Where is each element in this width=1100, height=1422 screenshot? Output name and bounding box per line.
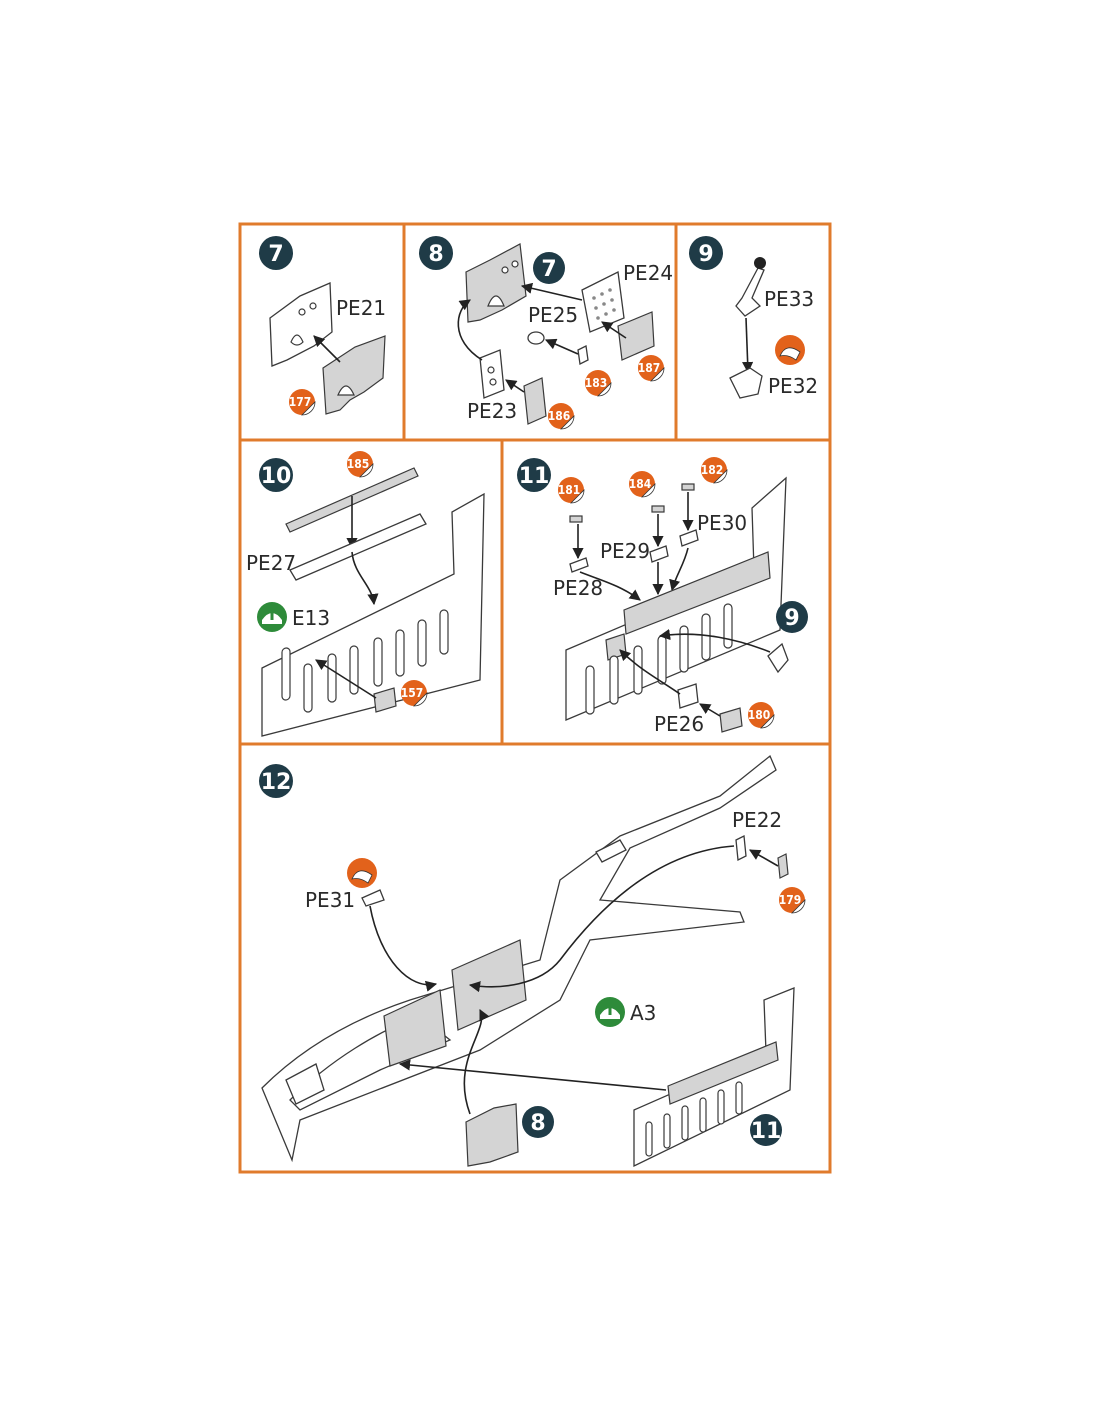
label-pe28: PE28 <box>553 576 603 600</box>
svg-text:184: 184 <box>629 477 652 491</box>
step-badge-8: 8 <box>419 236 453 270</box>
svg-text:185: 185 <box>347 457 370 471</box>
label-e13: E13 <box>292 606 330 630</box>
svg-text:11: 11 <box>751 1119 782 1144</box>
sprue-part-icon <box>257 602 287 632</box>
svg-text:7: 7 <box>268 242 283 267</box>
label-pe23: PE23 <box>467 399 517 423</box>
svg-text:10: 10 <box>261 464 292 489</box>
sprue-part-icon <box>595 997 625 1027</box>
decal-icon: 177 <box>289 389 316 416</box>
label-pe22: PE22 <box>732 808 782 832</box>
panel-step-8: 8 7 PE24 PE25 PE23 183 18 <box>419 236 673 430</box>
decal-icon: 157 <box>401 680 428 707</box>
svg-text:179: 179 <box>779 893 802 907</box>
decal-icon: 184 <box>629 471 656 498</box>
part-pe32 <box>729 367 763 399</box>
step-badge-11: 11 <box>517 458 551 492</box>
svg-text:157: 157 <box>401 686 424 700</box>
svg-text:180: 180 <box>748 708 771 722</box>
svg-text:7: 7 <box>541 257 556 282</box>
panel-frames <box>238 222 832 1174</box>
step-badge-9: 9 <box>689 236 723 270</box>
label-pe24: PE24 <box>623 261 673 285</box>
part-instrument-panel <box>465 243 527 323</box>
label-pe29: PE29 <box>600 539 650 563</box>
svg-text:181: 181 <box>558 483 581 497</box>
part-pe24-decal <box>617 311 655 361</box>
decal-icon: 186 <box>548 403 575 430</box>
resin-part-icon <box>347 858 377 888</box>
part-cockpit-sidewall-left <box>261 492 485 737</box>
decal-icon: 179 <box>779 887 806 914</box>
step-badge-7: 7 <box>259 236 293 270</box>
sub-step-badge-9: 9 <box>776 601 808 633</box>
label-pe27: PE27 <box>246 551 296 575</box>
svg-text:177: 177 <box>289 395 312 409</box>
decal-icon: 183 <box>585 370 612 397</box>
decal-icon: 181 <box>558 477 585 504</box>
svg-text:9: 9 <box>698 242 713 267</box>
part-pe23 <box>479 349 505 399</box>
resin-part-icon <box>775 335 805 365</box>
panel-step-7: 7 PE21 177 <box>259 236 386 416</box>
decal-icon: 182 <box>701 457 728 484</box>
part-pe22 <box>735 834 747 862</box>
part-pe33-lever <box>735 267 765 317</box>
label-pe26: PE26 <box>654 712 704 736</box>
svg-text:186: 186 <box>548 409 571 423</box>
svg-text:182: 182 <box>701 463 724 477</box>
svg-text:8: 8 <box>530 1111 545 1136</box>
svg-text:11: 11 <box>519 464 550 489</box>
part-panel-pe21-target <box>269 282 333 367</box>
label-pe21: PE21 <box>336 296 386 320</box>
label-pe32: PE32 <box>768 374 818 398</box>
svg-text:187: 187 <box>638 361 661 375</box>
step-badge-10: 10 <box>259 458 293 492</box>
panel-step-11: 11 181 184 182 PE30 PE29 PE28 <box>517 457 808 736</box>
label-pe31: PE31 <box>305 888 355 912</box>
part-pe31 <box>361 889 385 907</box>
label-pe25: PE25 <box>528 303 578 327</box>
panel-step-10: 10 185 PE27 E13 <box>246 451 485 737</box>
label-a3: A3 <box>630 1001 656 1025</box>
decal-icon: 187 <box>638 355 665 382</box>
part-pe24 <box>581 271 625 333</box>
part-pe27 <box>289 513 427 581</box>
sub-step-badge-8: 8 <box>522 1106 554 1138</box>
decal-icon: 180 <box>748 702 775 729</box>
label-pe30: PE30 <box>697 511 747 535</box>
svg-text:12: 12 <box>261 770 292 795</box>
step-badge-12: 12 <box>259 764 293 798</box>
part-pe25 <box>527 331 545 345</box>
svg-text:9: 9 <box>784 606 799 631</box>
svg-text:183: 183 <box>585 376 608 390</box>
part-instrument-panel-assembly <box>465 1103 519 1167</box>
panel-step-9: 9 PE33 PE32 <box>689 236 818 399</box>
label-pe33: PE33 <box>764 287 814 311</box>
sub-step-badge-7: 7 <box>533 252 565 284</box>
sub-step-badge-11: 11 <box>750 1114 782 1146</box>
panel-step-12: 12 PE22 179 PE31 A3 <box>259 754 806 1168</box>
decal-icon: 185 <box>347 451 374 478</box>
part-pe21 <box>322 335 386 415</box>
svg-text:8: 8 <box>428 242 443 267</box>
